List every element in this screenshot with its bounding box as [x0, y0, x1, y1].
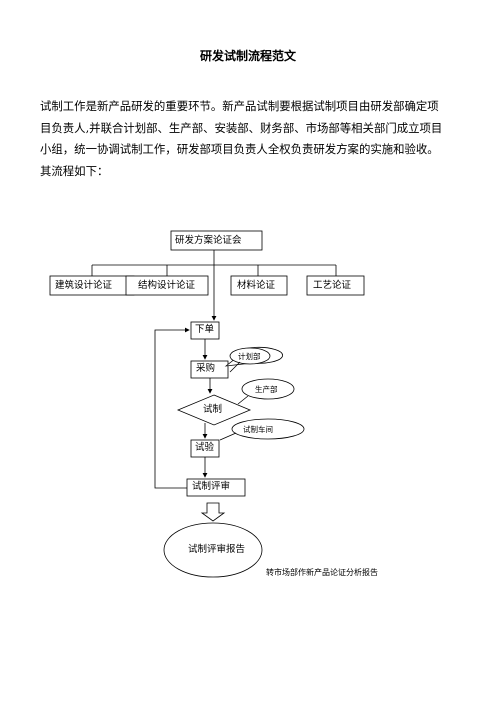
callout-workshop: [231, 418, 305, 440]
callout-workshop-label: 试制车间: [243, 425, 273, 434]
callout-production: [241, 378, 295, 400]
paragraph-line: 目负责人,并联合计划部、生产部、安装部、财务部、市场部等相关部门成立项目: [40, 120, 443, 135]
test-label: 试验: [195, 442, 215, 453]
branch-box: [230, 275, 288, 296]
report-label: 试制评审报告: [188, 544, 246, 555]
footnote-text: 转市场部作新产品论证分析报告: [266, 568, 378, 577]
paragraph-line: 小组，统一协调试制工作，研发部项目负责人全权负责研发方案的实施和验收。: [40, 142, 439, 157]
callout-planning-label: 计划部: [238, 352, 261, 361]
branch-box: [125, 275, 209, 296]
branch-box: [306, 275, 365, 296]
callout-production-label: 生产部: [255, 385, 278, 394]
branch-label: 结构设计论证: [138, 280, 196, 291]
review-label: 试制评审: [192, 481, 231, 492]
branch-label: 材料论证: [237, 280, 276, 291]
top-box: [170, 230, 263, 251]
order-label: 下单: [195, 324, 215, 335]
branch-label: 工艺论证: [313, 280, 352, 291]
purchase-label: 采购: [196, 363, 216, 374]
top-box-label: 研发方案论证会: [175, 235, 242, 246]
purchase-box: [190, 360, 229, 379]
paragraph-line: 试制工作是新产品研发的重要环节。新产品试制要根据试制项目由研发部确定项: [40, 99, 439, 113]
review-box: [186, 478, 246, 497]
body-paragraph: 试制工作是新产品研发的重要环节。新产品试制要根据试制项目由研发部确定项 目负责人…: [40, 96, 458, 182]
paragraph-line: 其流程如下：: [40, 163, 109, 178]
feedback-loop: [154, 327, 190, 489]
trial-diamond: [176, 394, 252, 426]
branch-label: 建筑设计论证: [55, 280, 113, 291]
hollow-arrow: [200, 502, 226, 522]
document-title: 研发试制流程范文: [199, 49, 296, 63]
report-ellipse: [163, 522, 263, 578]
trial-label: 试制: [203, 404, 223, 415]
